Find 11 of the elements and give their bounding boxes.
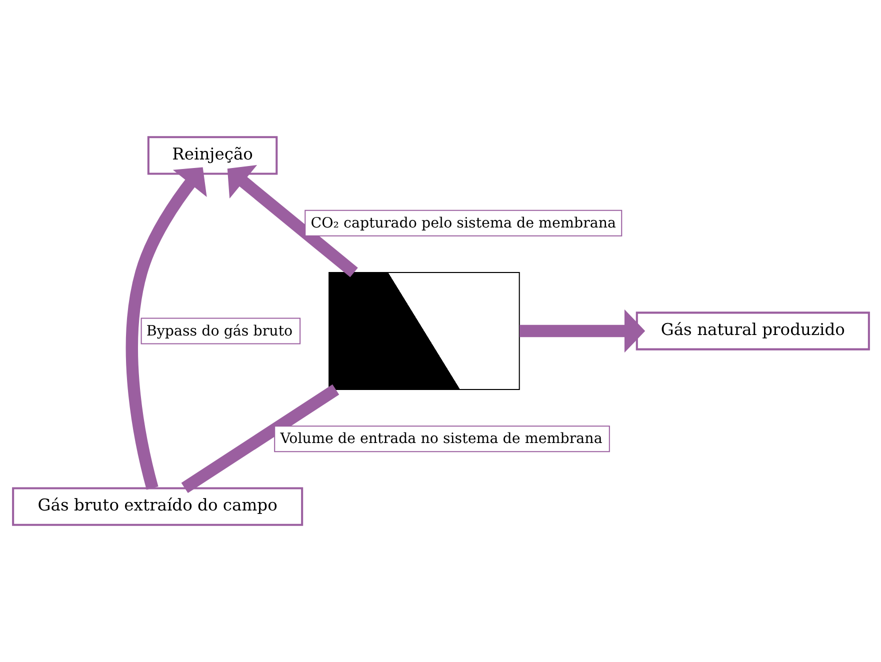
node-box: Gás bruto extraído do campo (12, 487, 303, 526)
connector (180, 384, 339, 494)
node-box (328, 272, 520, 390)
node-box: Gás natural produzido (635, 312, 870, 350)
edge-label: Bypass do gás bruto (146, 323, 292, 340)
arrow (519, 309, 645, 353)
arrow (226, 164, 358, 278)
node-box: Reinjeção (146, 136, 278, 175)
edge-label: CO₂ capturado pelo sistema de membrana (310, 215, 616, 232)
edge-label: Volume de entrada no sistema de membrana (280, 431, 602, 448)
arrow (125, 167, 206, 490)
